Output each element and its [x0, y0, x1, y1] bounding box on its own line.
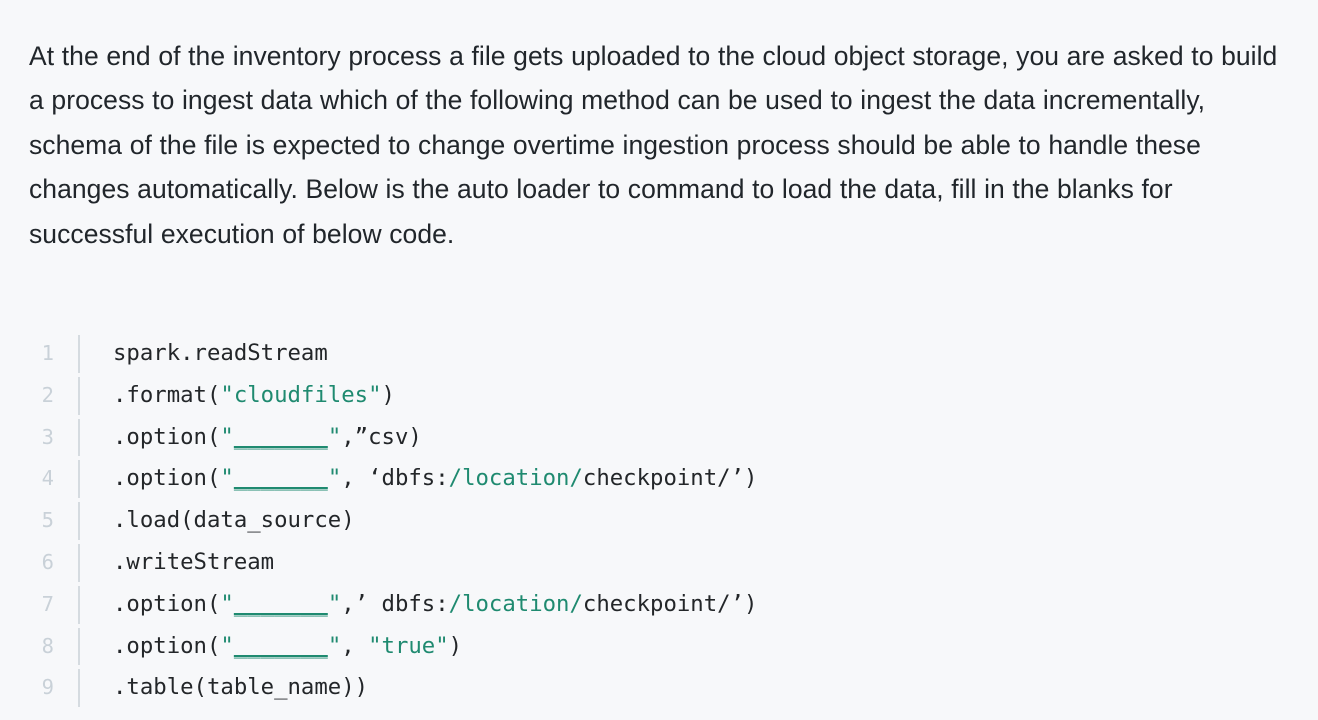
code-line-text[interactable]: .table(table_name)): [86, 667, 1318, 709]
gutter-divider: [72, 542, 86, 584]
code-string-literal: ": [220, 590, 234, 617]
code-string-literal: /location/: [448, 590, 583, 617]
line-number: 1: [41, 341, 54, 365]
line-number: 7: [41, 591, 54, 616]
question-prose: At the end of the inventory process a fi…: [29, 40, 1278, 249]
code-line: 6 .writeStream: [0, 542, 1318, 584]
code-string-literal: ": [327, 423, 342, 450]
code-line: 5 .load(data_source): [0, 500, 1318, 542]
code-token: .option(: [113, 632, 221, 659]
code-string-literal: /location/: [448, 465, 583, 492]
code-line: 1 spark.readStream: [0, 333, 1318, 375]
gutter-divider: [72, 417, 86, 459]
code-string-literal: ": [327, 590, 342, 617]
line-number: 6: [41, 549, 54, 574]
code-line: 2 .format("cloudfiles"): [0, 375, 1318, 417]
gutter-divider: [72, 375, 86, 417]
code-string-literal: ": [220, 465, 234, 492]
code-token: .load(data_source): [113, 507, 355, 534]
gutter-divider: [72, 626, 86, 668]
fill-in-blank[interactable]: _______: [233, 632, 328, 659]
code-line-text[interactable]: .option("_______", "true"): [86, 626, 1318, 668]
code-line-text[interactable]: .option("_______",’ dbfs:/location/check…: [86, 584, 1318, 626]
code-token: ): [381, 381, 395, 408]
code-string-literal: ": [327, 465, 342, 492]
code-string-literal: ": [327, 632, 342, 659]
code-token: checkpoint/’): [582, 465, 758, 492]
code-line: 3.option("_______",”csv): [0, 417, 1318, 459]
fill-in-blank[interactable]: _______: [233, 423, 328, 450]
code-token: spark.readStream: [113, 340, 328, 366]
line-number: 9: [41, 675, 54, 700]
code-token: .option(: [113, 465, 221, 492]
code-line-text[interactable]: spark.readStream: [86, 333, 1318, 375]
code-line-text[interactable]: .option("_______",”csv): [86, 417, 1318, 459]
code-token: .option(: [113, 423, 221, 450]
fill-in-blank[interactable]: _______: [233, 465, 328, 492]
code-token: , ‘dbfs:: [341, 465, 449, 492]
code-line-text[interactable]: .format("cloudfiles"): [86, 375, 1318, 417]
code-string-literal: ": [220, 632, 234, 659]
code-block: 1 spark.readStream 2 .format("cloudfiles") 3…: [0, 333, 1318, 709]
code-line-text[interactable]: .load(data_source): [86, 500, 1318, 542]
code-line: 4.option("_______", ‘dbfs:/location/chec…: [0, 458, 1318, 500]
line-number: 3: [41, 424, 54, 449]
code-token: checkpoint/’): [582, 590, 758, 617]
line-number: 5: [41, 508, 54, 533]
code-token: ,”csv): [341, 423, 422, 450]
code-line-text[interactable]: .option("_______", ‘dbfs:/location/check…: [86, 458, 1318, 500]
code-string-literal: "cloudfiles": [220, 381, 382, 408]
line-number: 2: [41, 382, 54, 407]
code-token: ,: [341, 632, 369, 659]
gutter-divider: [72, 667, 86, 709]
line-number: 8: [41, 633, 54, 658]
fill-in-blank[interactable]: _______: [233, 590, 328, 617]
code-token: ,’ dbfs:: [341, 590, 449, 617]
gutter-divider: [72, 584, 86, 626]
code-line: 9 .table(table_name)): [0, 667, 1318, 709]
code-string-literal: ": [220, 423, 234, 450]
code-token: ): [448, 632, 463, 659]
gutter-divider: [72, 458, 86, 500]
line-number: 4: [41, 466, 54, 491]
code-token: .format(: [113, 381, 221, 408]
gutter-divider: [72, 333, 86, 375]
code-token: .option(: [113, 590, 221, 617]
code-token: .writeStream: [113, 548, 275, 575]
gutter-divider: [72, 500, 86, 542]
code-line: 8.option("_______", "true"): [0, 626, 1318, 668]
code-string-literal: "true": [368, 632, 449, 659]
code-line-text[interactable]: .writeStream: [86, 542, 1318, 584]
code-token: .table(table_name)): [113, 674, 369, 701]
code-line: 7.option("_______",’ dbfs:/location/chec…: [0, 584, 1318, 626]
